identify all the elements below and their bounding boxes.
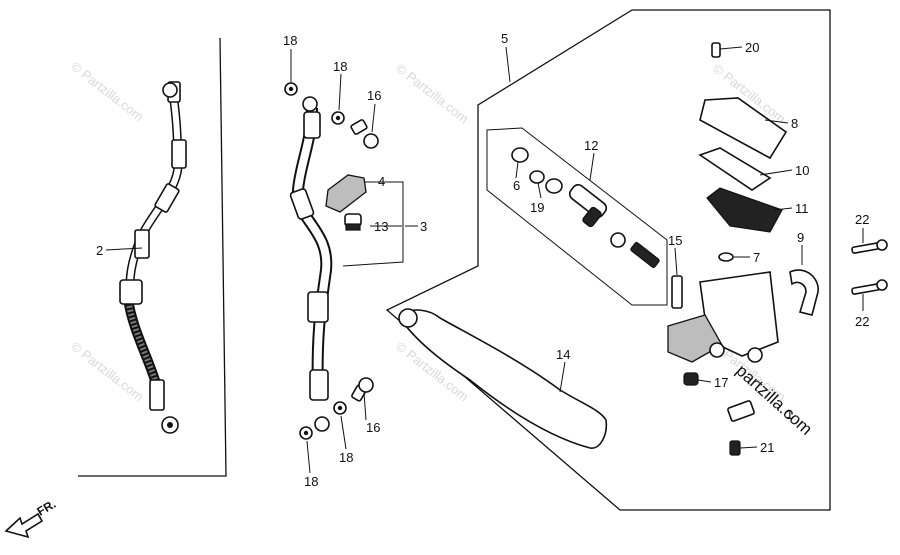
callout-14: 14 <box>556 347 570 362</box>
leader-lines <box>105 46 864 474</box>
brake-lever-14 <box>398 308 608 449</box>
callout-20: 20 <box>745 40 759 55</box>
callout-16-bottom: 16 <box>366 420 380 435</box>
left-hose-frame <box>78 37 227 477</box>
brake-hose-lower <box>119 81 187 434</box>
callout-18-top: 18 <box>283 33 297 48</box>
callout-6: 6 <box>513 178 520 193</box>
piston-kit-frame <box>486 127 668 306</box>
callout-12: 12 <box>584 138 598 153</box>
plate-10 <box>698 147 772 191</box>
callout-5: 5 <box>501 31 508 46</box>
brake-hose-upper <box>289 96 333 432</box>
brand-watermark: partzilla.com <box>732 361 816 439</box>
diaphragm-11 <box>706 187 783 233</box>
callout-11: 11 <box>795 201 809 216</box>
callout-19: 19 <box>530 200 544 215</box>
reservoir-cap-8 <box>699 97 788 160</box>
callout-3: 3 <box>420 219 427 234</box>
small-parts <box>683 252 755 456</box>
callout-13: 13 <box>374 219 388 234</box>
piston-kit-12 <box>511 147 660 268</box>
callouts: 2 18 18 16 4 13 3 5 12 6 19 20 8 10 11 7… <box>96 31 869 489</box>
group-outlines <box>78 9 831 511</box>
callout-2: 2 <box>96 243 103 258</box>
callout-7: 7 <box>753 250 760 265</box>
callout-21: 21 <box>760 440 774 455</box>
bolts-22 <box>851 239 888 295</box>
hose-clamp-4 <box>325 174 367 213</box>
front-direction-indicator: FR. <box>4 497 58 539</box>
callout-9: 9 <box>797 230 804 245</box>
callout-4: 4 <box>378 174 385 189</box>
grommet-13 <box>344 213 362 231</box>
watermark-2: © Partzilla.com <box>393 61 471 127</box>
callout-8: 8 <box>791 116 798 131</box>
callout-1: 1 <box>786 407 793 422</box>
front-arrow-icon <box>4 512 44 539</box>
callout-16-top: 16 <box>367 88 381 103</box>
watermark-4: © Partzilla.com <box>68 339 146 405</box>
callout-18-bottom: 18 <box>304 474 318 489</box>
bracket-4-13 <box>342 181 404 267</box>
callout-18-mid: 18 <box>333 59 347 74</box>
callout-22-bottom: 22 <box>855 314 869 329</box>
callout-15: 15 <box>668 233 682 248</box>
master-cylinder-frame <box>385 9 831 511</box>
callout-10: 10 <box>795 163 809 178</box>
master-cylinder-body <box>667 271 779 363</box>
hardware-lower <box>299 377 374 440</box>
holder-9 <box>789 269 819 316</box>
callout-18-lower: 18 <box>339 450 353 465</box>
screw-20 <box>711 42 721 58</box>
callout-17: 17 <box>714 375 728 390</box>
hardware-upper <box>284 82 379 149</box>
callout-22-top: 22 <box>855 212 869 227</box>
watermark-1: © Partzilla.com <box>68 59 146 125</box>
